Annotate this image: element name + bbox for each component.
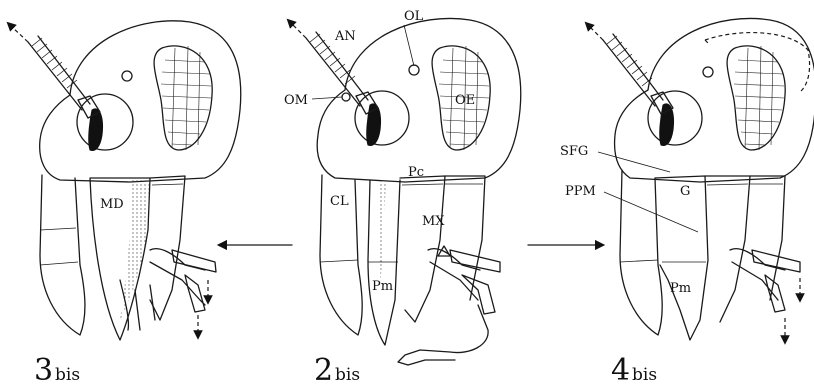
figure-2bis: AN OL OM OE CL Pc MX Pm 2 bis [284, 9, 521, 388]
label-ol: OL [404, 9, 424, 24]
antenna-socket-center [355, 91, 409, 145]
figure-suffix-3: bis [55, 365, 80, 385]
label-an: AN [334, 29, 356, 44]
antenna-right [588, 25, 673, 114]
label-pm: Pm [372, 279, 393, 294]
ocellus-right [703, 67, 713, 77]
antenna-left [10, 25, 100, 118]
label-oe: OE [455, 93, 475, 108]
ocellus-center [409, 65, 419, 75]
figure-suffix-2: bis [335, 365, 360, 385]
label-g: G [680, 184, 690, 199]
compound-eye-right [727, 46, 785, 150]
antenna-socket-right [648, 91, 702, 145]
figure-number-2: 2 [314, 353, 333, 388]
figure-number-4: 4 [611, 353, 630, 388]
figure-4bis: SFG G PPM Pm 4 bis [560, 18, 814, 388]
compound-eye-left [154, 46, 212, 150]
label-md: MD [100, 197, 124, 212]
label-cl: CL [330, 194, 349, 209]
label-mx: MX [422, 214, 445, 229]
label-pm-right: Pm [670, 281, 691, 296]
figure-number-3: 3 [34, 353, 53, 388]
figure-3bis: MD 3 bis [10, 21, 241, 388]
label-pc: Pc [408, 165, 424, 180]
figure-suffix-4: bis [632, 365, 657, 385]
label-sfg: SFG [560, 144, 588, 159]
label-om: OM [284, 93, 308, 108]
ocellus-left [122, 71, 132, 81]
antenna-socket-left [77, 94, 133, 150]
label-ppm: PPM [565, 184, 596, 199]
